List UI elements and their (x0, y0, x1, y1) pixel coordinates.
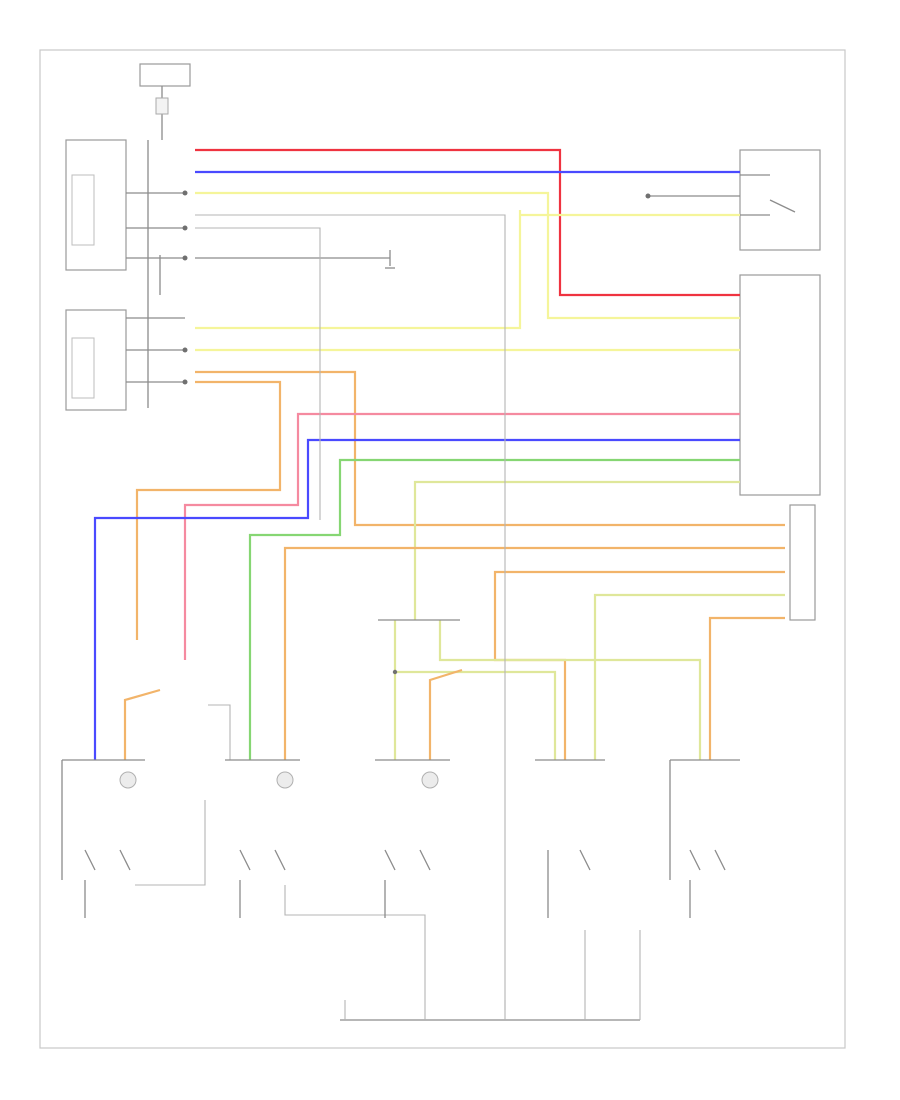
wire-orange-5 (428, 668, 463, 760)
wire-yellow-green-5 (395, 670, 557, 760)
wire-yellow-green-2 (593, 593, 785, 760)
wire-blue-lower (93, 438, 740, 760)
bottom-ground-bus (340, 930, 641, 1021)
wire-orange-4 (708, 616, 785, 760)
wire-orange-upper-2 (135, 380, 282, 640)
diagram-frame (39, 49, 846, 1049)
wire-yellow-green (413, 480, 740, 620)
wire-orange-upper (195, 370, 785, 527)
wire-red (195, 148, 740, 297)
fuse-block-top (139, 63, 191, 140)
thin-wires (135, 214, 506, 1010)
door-module-1 (61, 759, 145, 918)
door-switch-modules (61, 759, 740, 918)
wire-orange-2 (283, 546, 785, 760)
door-connector-right (789, 504, 816, 621)
wire-yellow (195, 191, 740, 320)
junction-connector (378, 619, 460, 675)
wire-pink (183, 412, 740, 660)
door-unlock-relay (65, 309, 188, 411)
door-module-3 (375, 759, 450, 918)
door-module-5 (669, 759, 740, 918)
wire-orange-3 (493, 570, 785, 760)
ground-symbol-center (195, 250, 395, 269)
door-module-2 (225, 759, 300, 918)
door-lock-relay (65, 139, 188, 271)
door-module-4 (535, 759, 605, 918)
wire-orange-6 (123, 688, 161, 760)
harness-wires (93, 148, 785, 760)
body-control-connector (739, 274, 821, 496)
wire-yellow-3 (195, 210, 522, 330)
wire-yellow-green-4 (438, 620, 702, 760)
key-switch-lock (645, 149, 821, 251)
wire-green (248, 458, 740, 760)
